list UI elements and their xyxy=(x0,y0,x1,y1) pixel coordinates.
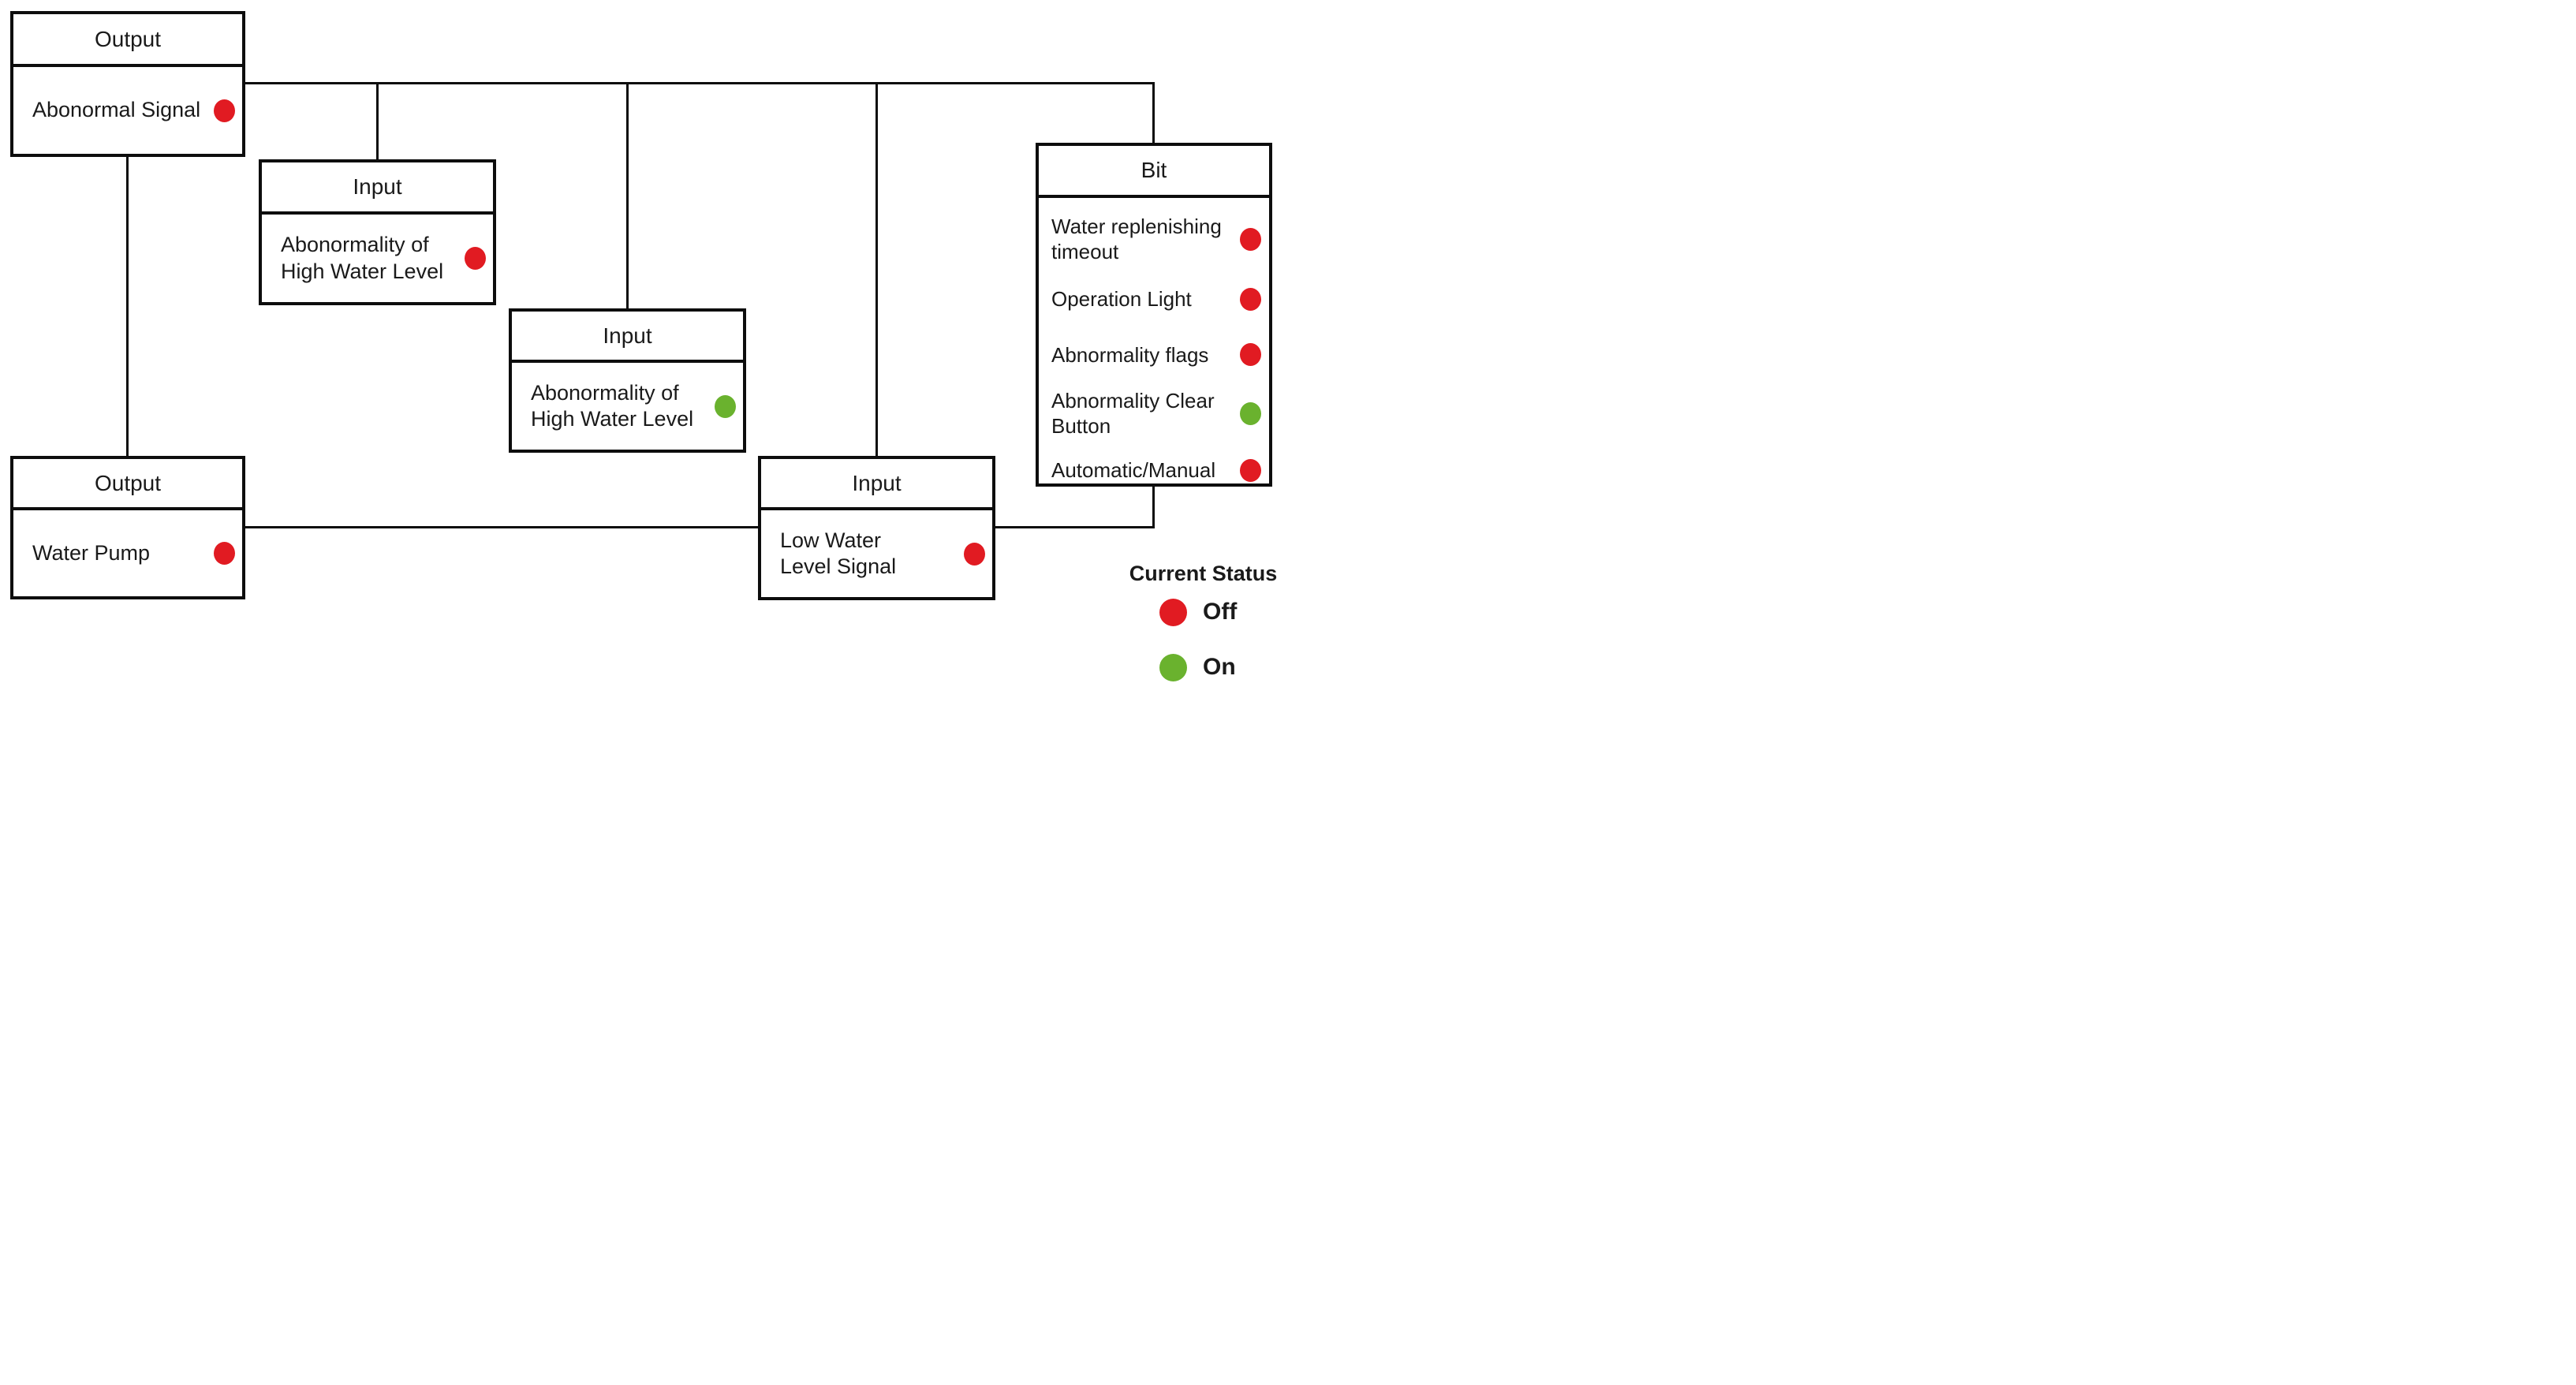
box-header-label: Input xyxy=(353,174,402,199)
box-header: Output xyxy=(13,14,242,67)
box-header: Input xyxy=(512,312,743,363)
status-dot xyxy=(1240,227,1261,251)
status-dot xyxy=(964,542,985,566)
signal-label: Water Pump xyxy=(32,540,151,565)
signal-label: Abonormality of High Water Level xyxy=(531,380,694,431)
bit-row-abnormality-clear-button: Abnormality Clear Button xyxy=(1039,388,1269,439)
legend-title: Current Status xyxy=(1129,562,1278,585)
signal-label: Abnormality flags xyxy=(1051,342,1209,367)
legend-row-on: On xyxy=(1159,653,1236,681)
legend-on-label: On xyxy=(1203,654,1236,680)
connector-drop-input1 xyxy=(376,82,379,161)
status-dot xyxy=(465,247,486,270)
status-dot xyxy=(1240,288,1261,312)
box-header: Bit xyxy=(1039,146,1269,198)
status-dot xyxy=(1240,459,1261,483)
status-dot xyxy=(214,99,235,122)
legend-off-dot xyxy=(1159,598,1187,626)
bit-row-water-replenishing-timeout: Water replenishing timeout xyxy=(1039,214,1269,264)
connector-riser-to-bit-top xyxy=(1152,82,1155,145)
box-header: Input xyxy=(761,459,992,510)
box-bit: Bit Water replenishing timeout Operation… xyxy=(1036,143,1272,487)
box-body: Water Pump xyxy=(13,510,242,596)
legend-on-dot xyxy=(1159,653,1187,681)
signal-label: Water replenishing timeout xyxy=(1051,215,1222,264)
box-body: Abonormal Signal xyxy=(13,67,242,154)
signal-label: Abonormality of High Water Level xyxy=(281,233,444,283)
box-input-high-water-2: Input Abonormality of High Water Level xyxy=(509,308,746,453)
bit-row-abnormality-flags: Abnormality flags xyxy=(1039,342,1269,368)
box-body: Water replenishing timeout Operation Lig… xyxy=(1039,198,1269,483)
box-header: Input xyxy=(262,162,493,215)
box-input-high-water-1: Input Abonormality of High Water Level xyxy=(259,159,496,305)
box-header-label: Bit xyxy=(1141,158,1167,182)
box-body: Low Water Level Signal xyxy=(761,510,992,597)
box-header-label: Output xyxy=(94,470,162,495)
connector-bottom-trunk xyxy=(245,526,1155,528)
signal-label: Abonormal Signal xyxy=(32,98,201,122)
bit-row-automatic-manual: Automatic/Manual xyxy=(1039,457,1269,483)
box-body: Abonormality of High Water Level xyxy=(512,363,743,450)
signal-label: Abnormality Clear Button xyxy=(1051,388,1215,439)
box-header: Output xyxy=(13,459,242,510)
connector-drop-input3 xyxy=(875,82,878,458)
bit-row-operation-light: Operation Light xyxy=(1039,286,1269,312)
box-body: Abonormality of High Water Level xyxy=(262,215,493,302)
box-output-water-pump: Output Water Pump xyxy=(10,456,245,599)
connector-drop-input2 xyxy=(626,82,629,311)
legend-row-off: Off xyxy=(1159,598,1237,626)
diagram-canvas: Output Abonormal Signal Input Abonormali… xyxy=(0,0,1288,692)
box-header-label: Input xyxy=(603,323,652,348)
status-dot xyxy=(715,394,736,418)
box-output-abnormal-signal: Output Abonormal Signal xyxy=(10,11,245,157)
box-header-label: Output xyxy=(94,26,162,51)
signal-label: Operation Light xyxy=(1051,287,1192,312)
box-input-low-water: Input Low Water Level Signal xyxy=(758,456,995,600)
connector-riser-to-bit-bottom xyxy=(1152,485,1155,528)
box-header-label: Input xyxy=(852,470,902,495)
status-dot xyxy=(1240,401,1261,425)
legend-off-label: Off xyxy=(1203,599,1238,625)
status-dot xyxy=(1240,343,1261,367)
signal-label: Low Water Level Signal xyxy=(780,528,897,578)
connector-top-trunk xyxy=(245,82,1155,84)
signal-label: Automatic/Manual xyxy=(1051,458,1216,483)
status-dot xyxy=(214,542,235,565)
connector-output-to-pump xyxy=(126,155,129,458)
